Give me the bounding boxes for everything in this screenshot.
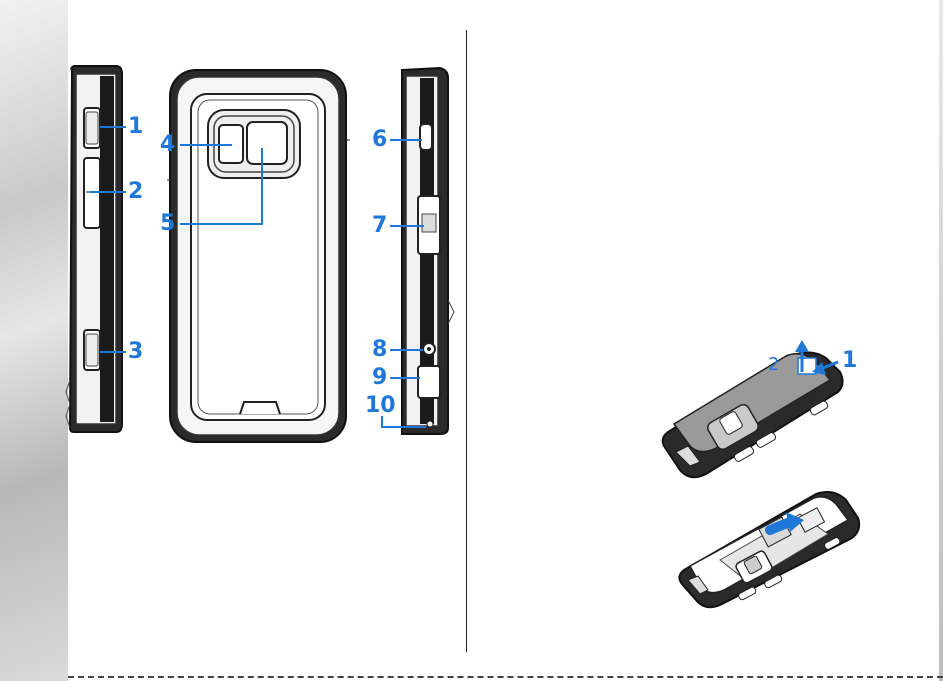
- phone-right-side-view: [402, 68, 454, 434]
- phone-back-view: [167, 70, 350, 442]
- wrist-strap-hole: [427, 421, 433, 427]
- callout-9: 9: [372, 367, 387, 389]
- callout-8: 8: [372, 339, 387, 361]
- callout-5: 5: [160, 213, 175, 235]
- charger-connector: [423, 343, 435, 355]
- callout-7: 7: [372, 215, 387, 237]
- callout-3: 3: [128, 341, 143, 363]
- sim-card-insertion-illustration: [679, 492, 859, 607]
- cover-step-2-label: 2: [768, 354, 779, 375]
- callout-4: 4: [160, 134, 175, 156]
- callout-2: 2: [128, 181, 143, 203]
- phone-left-side-view: [66, 66, 122, 432]
- capture-key: [84, 330, 100, 370]
- callout-10: 10: [365, 395, 396, 417]
- callout-6: 6: [372, 129, 387, 151]
- camera-key-left: [84, 108, 100, 148]
- callout-1: 1: [128, 116, 143, 138]
- strap-eyelet: [420, 124, 432, 150]
- cover-step-1-label: 1: [842, 350, 857, 372]
- usb-connector: [418, 366, 440, 398]
